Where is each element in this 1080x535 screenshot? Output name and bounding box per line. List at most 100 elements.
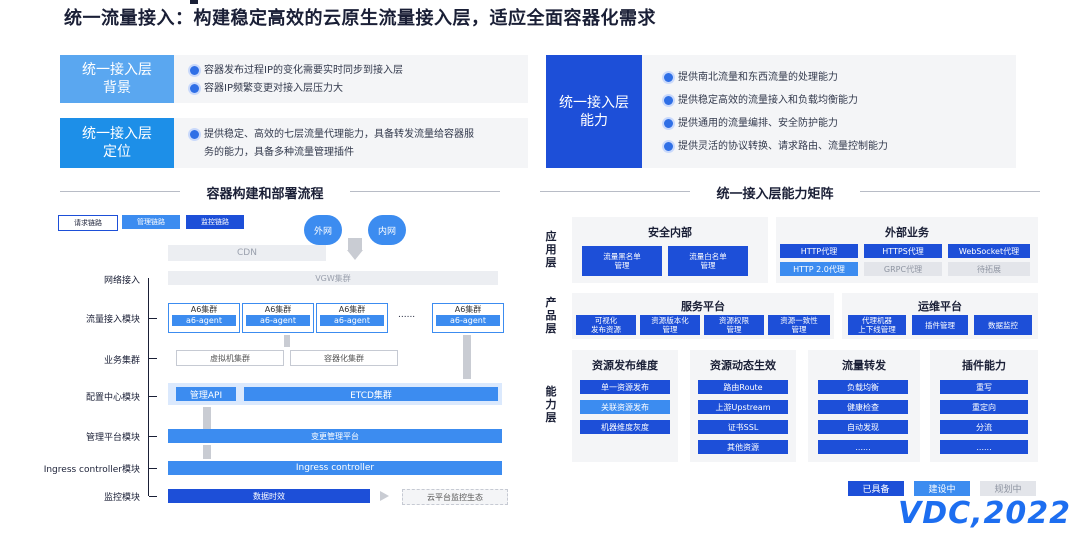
bullet-dot-icon (664, 73, 673, 82)
legend-monitor: 监控链路 (186, 215, 244, 229)
whitelist-mgmt: 流量白名单管理 (668, 246, 748, 276)
other-resource-item: 其他资源 (698, 440, 788, 454)
right-section-line-left (540, 191, 690, 192)
row-tick (149, 436, 157, 437)
traffic-split: 分流 (940, 420, 1028, 434)
cdn-box: CDN (168, 245, 326, 261)
arrow-down-small-icon (203, 445, 211, 459)
a6-cluster-name: A6集群 (454, 305, 482, 314)
bullet: 提供灵活的协议转换、请求路由、流量控制能力 (664, 135, 1004, 158)
legend-management: 管理链路 (122, 215, 180, 229)
bullet-dot-icon (190, 66, 199, 75)
data-timeliness-box: 数据时效 (168, 489, 370, 503)
positioning-label: 统一接入层定位 (60, 118, 174, 168)
https-proxy: HTTPS代理 (864, 244, 942, 258)
a6-cluster: A6集群 a6-agent (316, 303, 388, 333)
row-tick (149, 496, 157, 497)
blacklist-mgmt: 流量黑名单管理 (582, 246, 662, 276)
load-balance: 负载均衡 (818, 380, 908, 394)
side-label-capability: 能力层 (545, 385, 557, 424)
a6-cluster: A6集群 a6-agent (242, 303, 314, 333)
redirect: 重定向 (940, 400, 1028, 414)
background-label-line2: 背景 (103, 80, 131, 96)
related-publish: 关联资源发布 (580, 400, 670, 414)
upstream-item: 上游Upstream (698, 400, 788, 414)
row-label-config: 配置中心模块 (85, 393, 140, 403)
cap-forward-title: 流量转发 (842, 359, 886, 372)
http2-proxy: HTTP 2.0代理 (780, 262, 858, 276)
positioning-label-line1: 统一接入层 (82, 126, 152, 142)
bullet-dot-icon (190, 84, 199, 93)
capability-label: 统一接入层能力 (546, 55, 642, 168)
mgmt-api-box: 管理API (176, 387, 236, 401)
bullet-dot-icon (664, 119, 673, 128)
cap-plugin-title: 插件能力 (962, 359, 1006, 372)
security-title: 安全内部 (648, 226, 692, 239)
container-cluster-box: 容器化集群 (290, 350, 398, 366)
ops-platform-title: 运维平台 (918, 300, 962, 313)
page-title: 统一流量接入：构建稳定高效的云原生流量接入层，适应全面容器化需求 (64, 8, 656, 29)
service-platform-title: 服务平台 (681, 300, 725, 313)
tbd-extension: 待拓展 (948, 262, 1030, 276)
route-item: 路由Route (698, 380, 788, 394)
rewrite: 重写 (940, 380, 1028, 394)
bullet: 容器发布过程IP的变化需要实时同步到接入层 (190, 62, 520, 80)
cloud-monitor-box: 云平台监控生态 (402, 489, 508, 505)
cloud-internal-icon: 内网 (368, 215, 406, 245)
capability-label-line1: 统一接入层 (559, 94, 629, 111)
bullet: 提供南北流量和东西流量的处理能力 (664, 66, 1004, 89)
change-mgmt-platform: 变更管理平台 (168, 429, 502, 443)
flow-axis (148, 278, 149, 496)
background-bullets: 容器发布过程IP的变化需要实时同步到接入层 容器IP频繁变更对接入层压力大 (190, 62, 520, 98)
capability-bullets: 提供南北流量和东西流量的处理能力 提供稳定高效的流量接入和负载均衡能力 提供通用… (664, 66, 1004, 158)
consistency-mgmt: 资源一致性管理 (768, 315, 830, 335)
arrow-down-icon (348, 238, 362, 250)
row-tick (149, 318, 157, 319)
legend-request: 请求链路 (58, 215, 118, 231)
grpc-proxy: GRPC代理 (864, 262, 942, 276)
forward-more: ...... (818, 440, 908, 454)
side-label-product: 产品层 (545, 296, 557, 335)
a6-cluster: A6集群 a6-agent (168, 303, 240, 333)
status-available: 已具备 (848, 481, 904, 496)
row-tick (149, 468, 157, 469)
proxy-online-mgmt: 代理机器上下线管理 (848, 315, 906, 335)
cluster-ellipsis: ...... (398, 310, 416, 320)
bullet-dot-icon (664, 142, 673, 151)
arrow-updown-icon (203, 407, 211, 429)
a6-agent: a6-agent (172, 315, 236, 326)
external-title: 外部业务 (885, 226, 929, 239)
a6-cluster: A6集群 a6-agent (432, 303, 504, 333)
left-section-line-left (60, 191, 180, 192)
positioning-label-line2: 定位 (103, 144, 131, 160)
bullet: 容器IP频繁变更对接入层压力大 (190, 80, 520, 98)
bullet: 提供通用的流量编排、安全防护能力 (664, 112, 1004, 135)
background-label: 统一接入层背景 (60, 55, 174, 103)
a6-cluster-name: A6集群 (264, 305, 292, 314)
side-label-app: 应用层 (545, 230, 557, 269)
plugin-more: ...... (940, 440, 1028, 454)
vdc-logo: VDC,2022 (898, 496, 1072, 531)
arrow-right-icon (380, 491, 389, 501)
vm-cluster-box: 虚拟机集群 (176, 350, 284, 366)
http-proxy: HTTP代理 (780, 244, 858, 258)
a6-cluster-name: A6集群 (190, 305, 218, 314)
vgw-box: VGW集群 (168, 271, 498, 285)
permission-mgmt: 资源权限管理 (704, 315, 764, 335)
machine-gray: 机器维度灰度 (580, 420, 670, 434)
visual-publish: 可视化发布资源 (576, 315, 636, 335)
row-tick (149, 396, 157, 397)
row-label-traffic: 流量接入模块 (85, 315, 140, 325)
health-check: 健康检查 (818, 400, 908, 414)
a6-agent: a6-agent (436, 315, 500, 326)
auto-discovery: 自动发现 (818, 420, 908, 434)
row-label-mgmt: 管理平台模块 (85, 433, 140, 443)
background-label-line1: 统一接入层 (82, 62, 152, 78)
arrow-updown-icon (463, 335, 471, 379)
bullet-dot-icon (190, 130, 199, 139)
left-section-title: 容器构建和部署流程 (206, 187, 324, 202)
websocket-proxy: WebSocket代理 (948, 244, 1030, 258)
data-monitor: 数据监控 (974, 315, 1032, 335)
row-label-network: 网络接入 (103, 276, 140, 286)
row-tick (149, 358, 157, 359)
